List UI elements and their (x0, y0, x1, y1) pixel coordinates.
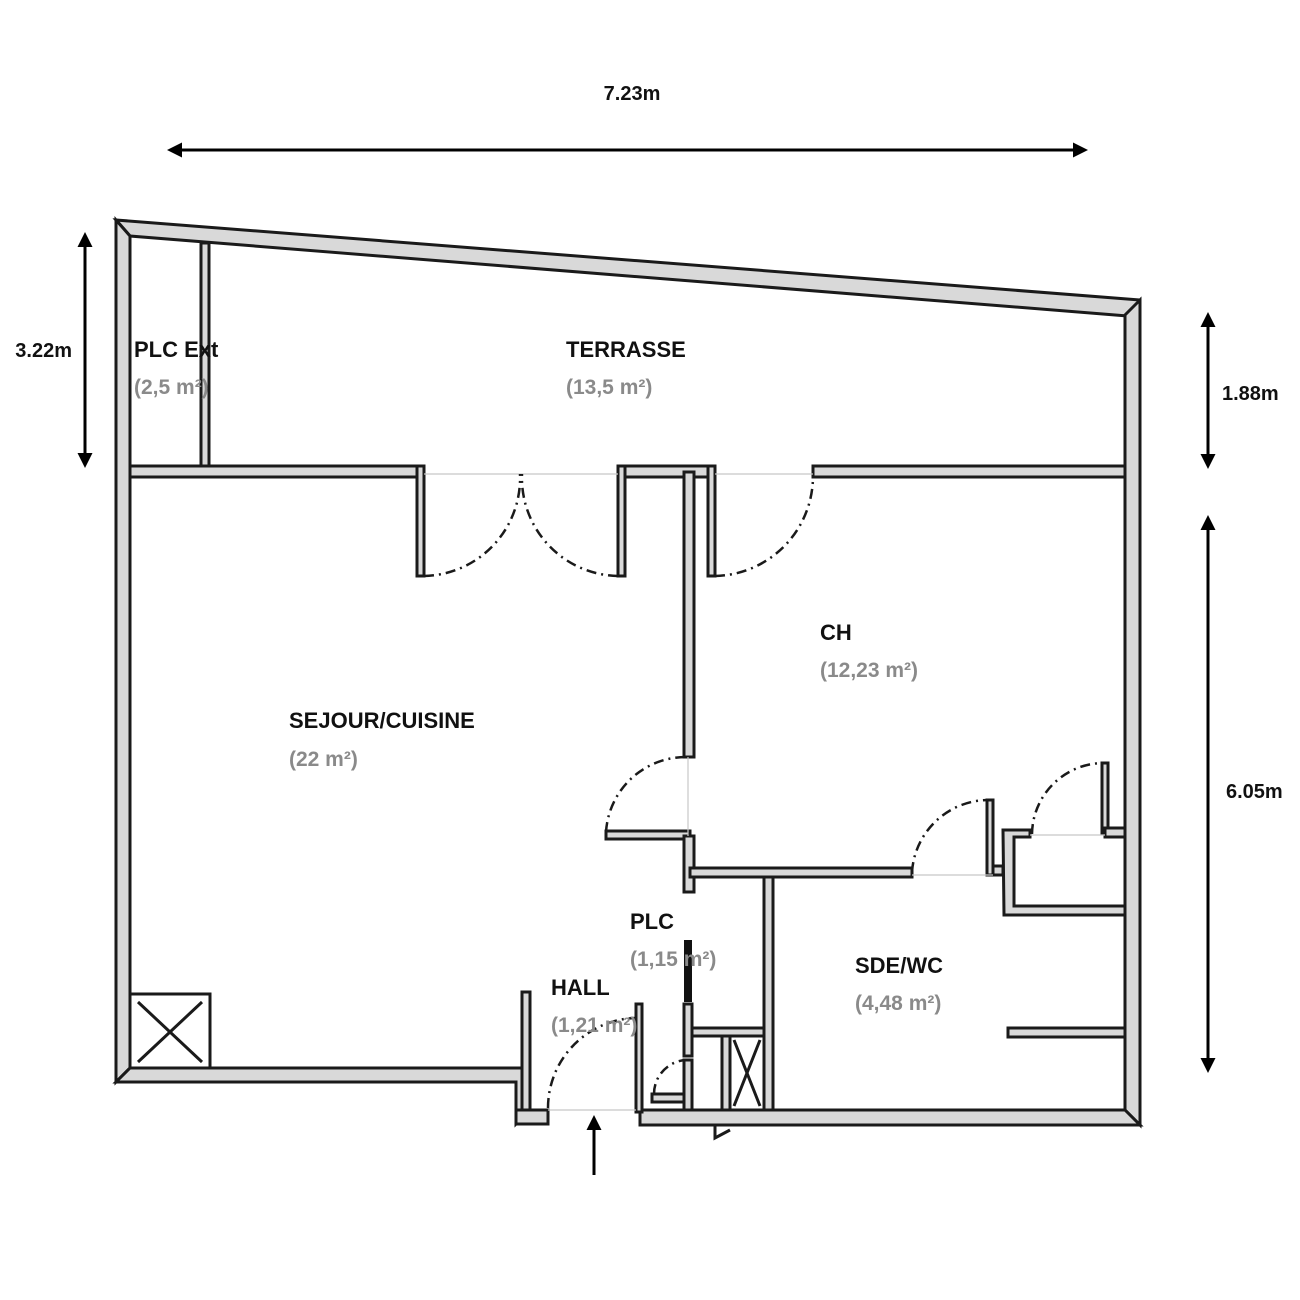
dimension-right-top: 1.88m (1200, 312, 1279, 469)
room-hall-area: (1,21 m²) (551, 1014, 637, 1037)
room-ch-area: (12,23 m²) (820, 659, 918, 682)
room-sde-name: SDE/WC (855, 953, 943, 978)
room-hall: HALL (1,21 m²) (551, 975, 637, 1037)
room-plc: PLC (1,15 m²) (630, 909, 716, 971)
room-terrasse-area: (13,5 m²) (566, 376, 652, 399)
dimension-left-label: 3.22m (15, 340, 72, 362)
dimension-right-top-label: 1.88m (1222, 383, 1279, 405)
room-ch: CH (12,23 m²) (820, 620, 918, 682)
dimension-right-bottom-label: 6.05m (1226, 781, 1283, 803)
dimension-right-bottom: 6.05m (1200, 515, 1283, 1073)
dimension-top-label: 7.23m (604, 83, 661, 105)
room-sejour: SEJOUR/CUISINE (22 m²) (289, 708, 475, 771)
room-plc-ext-name: PLC Ext (134, 337, 219, 362)
room-plc-area: (1,15 m²) (630, 948, 716, 971)
room-sejour-area: (22 m²) (289, 748, 358, 771)
room-sde: SDE/WC (4,48 m²) (855, 953, 943, 1015)
interior-walls (128, 241, 1127, 1112)
room-plc-ext: PLC Ext (2,5 m²) (134, 337, 219, 399)
room-hall-name: HALL (551, 975, 610, 1000)
room-plc-ext-area: (2,5 m²) (134, 376, 209, 399)
room-ch-name: CH (820, 620, 852, 645)
room-terrasse: TERRASSE (13,5 m²) (566, 337, 686, 399)
doors (423, 473, 1105, 1109)
room-terrasse-name: TERRASSE (566, 337, 686, 362)
duct-left (128, 992, 212, 1070)
outer-walls (112, 216, 1144, 1141)
duct-right (728, 1034, 766, 1112)
room-sde-area: (4,48 m²) (855, 992, 941, 1015)
room-plc-name: PLC (630, 909, 674, 934)
room-sejour-name: SEJOUR/CUISINE (289, 708, 475, 733)
dimension-left: 3.22m (15, 232, 93, 468)
dimension-top: 7.23m (167, 83, 1088, 158)
